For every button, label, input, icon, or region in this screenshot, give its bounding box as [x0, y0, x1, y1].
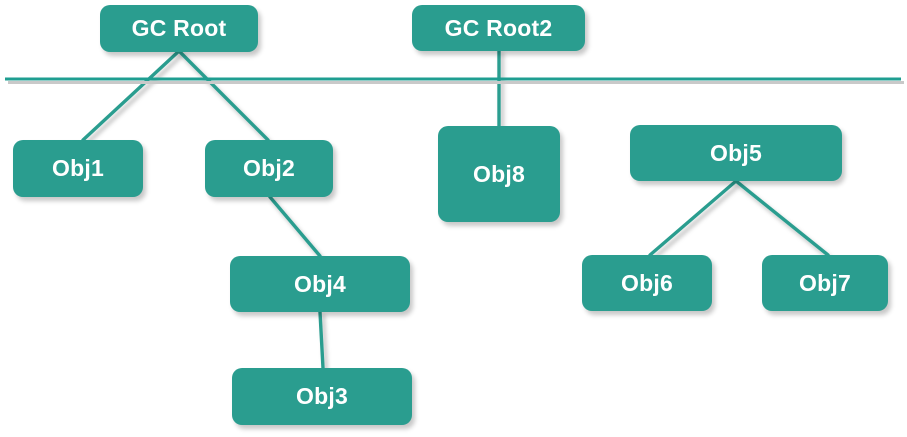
- node-obj8[interactable]: Obj8: [438, 126, 560, 222]
- node-label-obj6: Obj6: [621, 269, 673, 296]
- node-label-obj1: Obj1: [52, 155, 104, 181]
- edge-obj2-obj4: [268, 195, 322, 258]
- node-label-obj7: Obj7: [799, 269, 851, 296]
- node-obj1[interactable]: Obj1: [13, 140, 143, 197]
- node-obj7[interactable]: Obj7: [762, 255, 888, 311]
- node-label-obj5: Obj5: [710, 139, 762, 166]
- node-obj6[interactable]: Obj6: [582, 255, 712, 311]
- edge-obj5-obj6: [648, 179, 738, 257]
- node-label-obj8: Obj8: [473, 160, 525, 187]
- node-obj4[interactable]: Obj4: [230, 256, 410, 312]
- edge-obj5-obj7: [734, 179, 830, 257]
- root-boundary-line: [5, 77, 904, 84]
- node-label-gc-root-2: GC Root2: [444, 14, 553, 41]
- node-obj5[interactable]: Obj5: [630, 125, 842, 181]
- node-label-obj2: Obj2: [243, 155, 295, 181]
- node-label-obj4: Obj4: [294, 270, 346, 297]
- node-obj2[interactable]: Obj2: [205, 140, 333, 197]
- node-obj3[interactable]: Obj3: [232, 368, 412, 425]
- edge-gcroot-obj1: [81, 49, 181, 142]
- node-gc-root[interactable]: GC Root: [100, 5, 258, 52]
- node-gc-root-2[interactable]: GC Root2: [412, 5, 585, 51]
- edge-obj4-obj3: [318, 310, 325, 370]
- node-label-gc-root: GC Root: [131, 15, 227, 41]
- node-label-obj3: Obj3: [296, 383, 348, 409]
- edge-gcroot-obj2: [177, 49, 270, 142]
